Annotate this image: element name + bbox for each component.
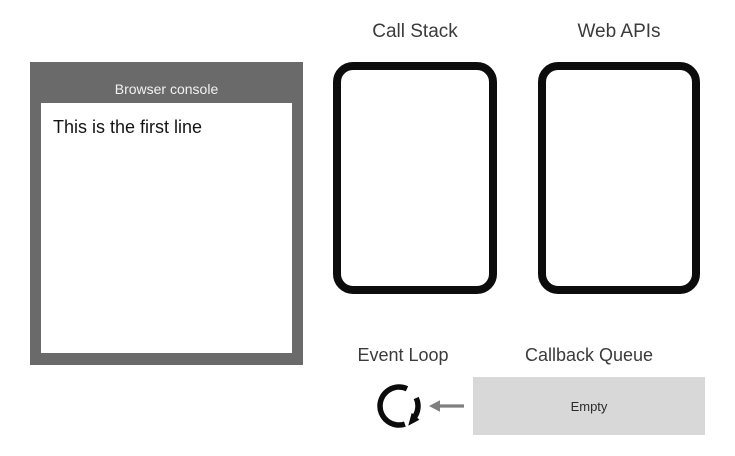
callback-queue-box: Empty [473, 377, 705, 435]
left-arrow-icon [429, 400, 464, 412]
browser-console-output: This is the first line [41, 103, 292, 353]
console-log-line: This is the first line [53, 117, 203, 137]
callback-queue-status: Empty [570, 398, 608, 414]
call-stack-box [333, 62, 497, 294]
web-apis-box [538, 62, 700, 294]
browser-console-title: Browser console [114, 81, 219, 97]
event-loop-icon [377, 384, 421, 428]
web-apis-label: Web APIs [577, 21, 661, 42]
event-loop-label: Event Loop [357, 345, 449, 365]
callback-queue-label: Callback Queue [524, 345, 654, 365]
call-stack-label: Call Stack [372, 21, 458, 42]
browser-console-window: Browser console This is the first line [30, 62, 303, 365]
